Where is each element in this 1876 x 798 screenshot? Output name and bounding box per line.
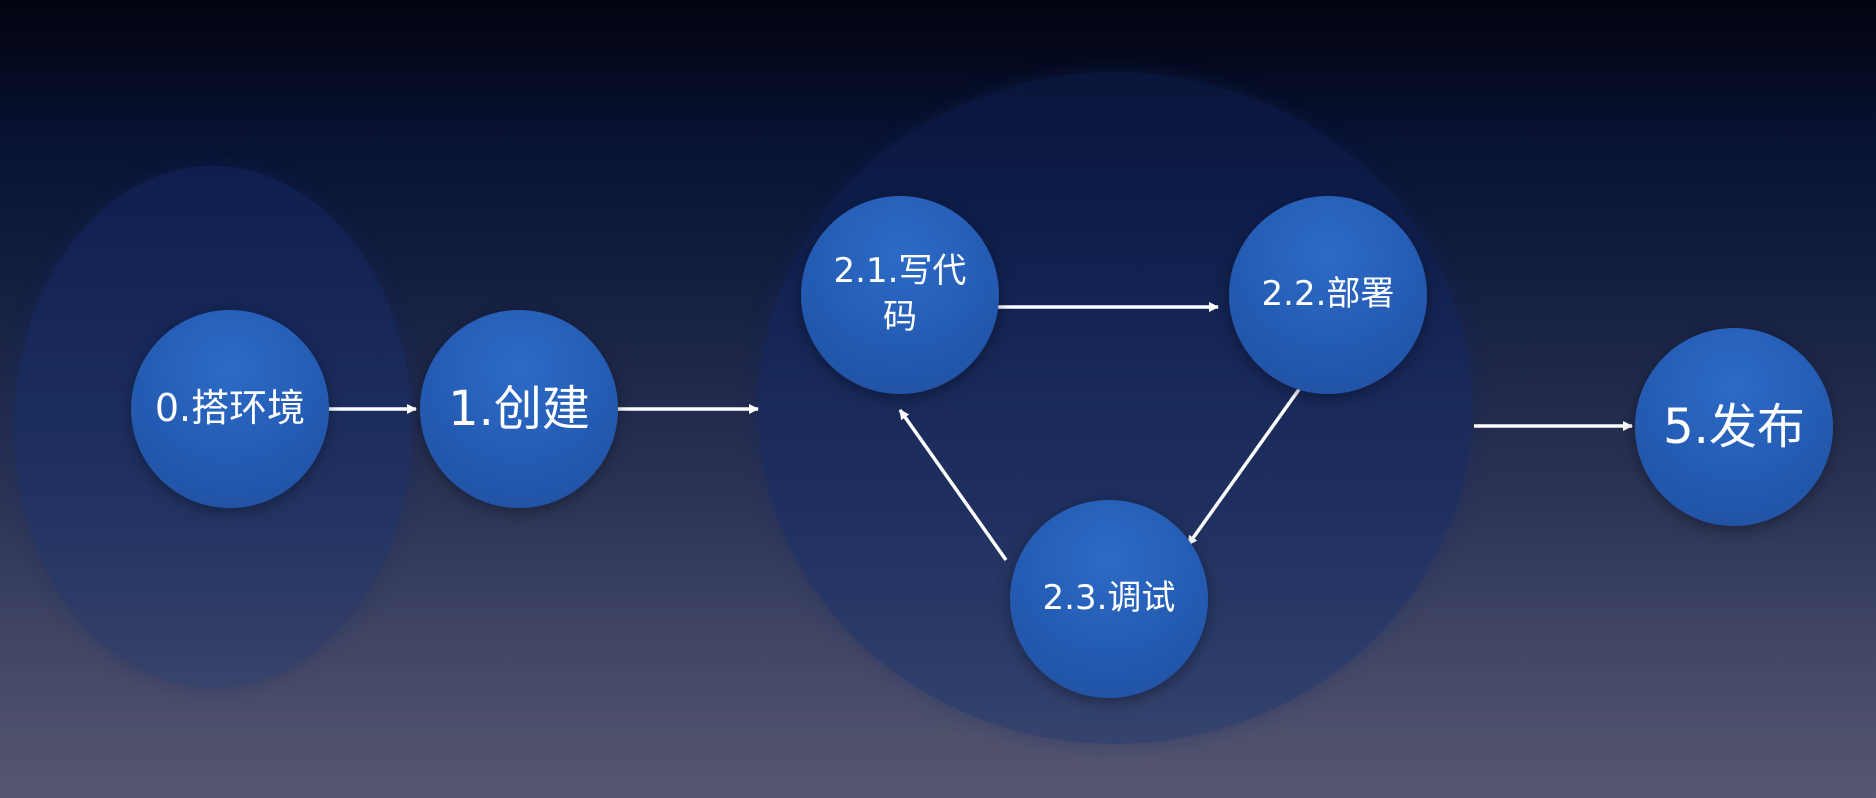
node-setup-environment[interactable]: 0.搭环境 [131,310,329,508]
node-publish-label: 5.发布 [1663,398,1805,455]
node-debug-label: 2.3.调试 [1042,578,1176,619]
node-write-code-label: 2.1.写代码 [833,251,967,337]
node-deploy[interactable]: 2.2.部署 [1229,196,1427,394]
node-write-code[interactable]: 2.1.写代码 [801,196,999,394]
node-create-label: 1.创建 [448,380,590,437]
node-setup-environment-label: 0.搭环境 [154,386,306,431]
node-create[interactable]: 1.创建 [420,310,618,508]
node-debug[interactable]: 2.3.调试 [1010,500,1208,698]
node-publish[interactable]: 5.发布 [1635,328,1833,526]
node-deploy-label: 2.2.部署 [1261,274,1395,315]
